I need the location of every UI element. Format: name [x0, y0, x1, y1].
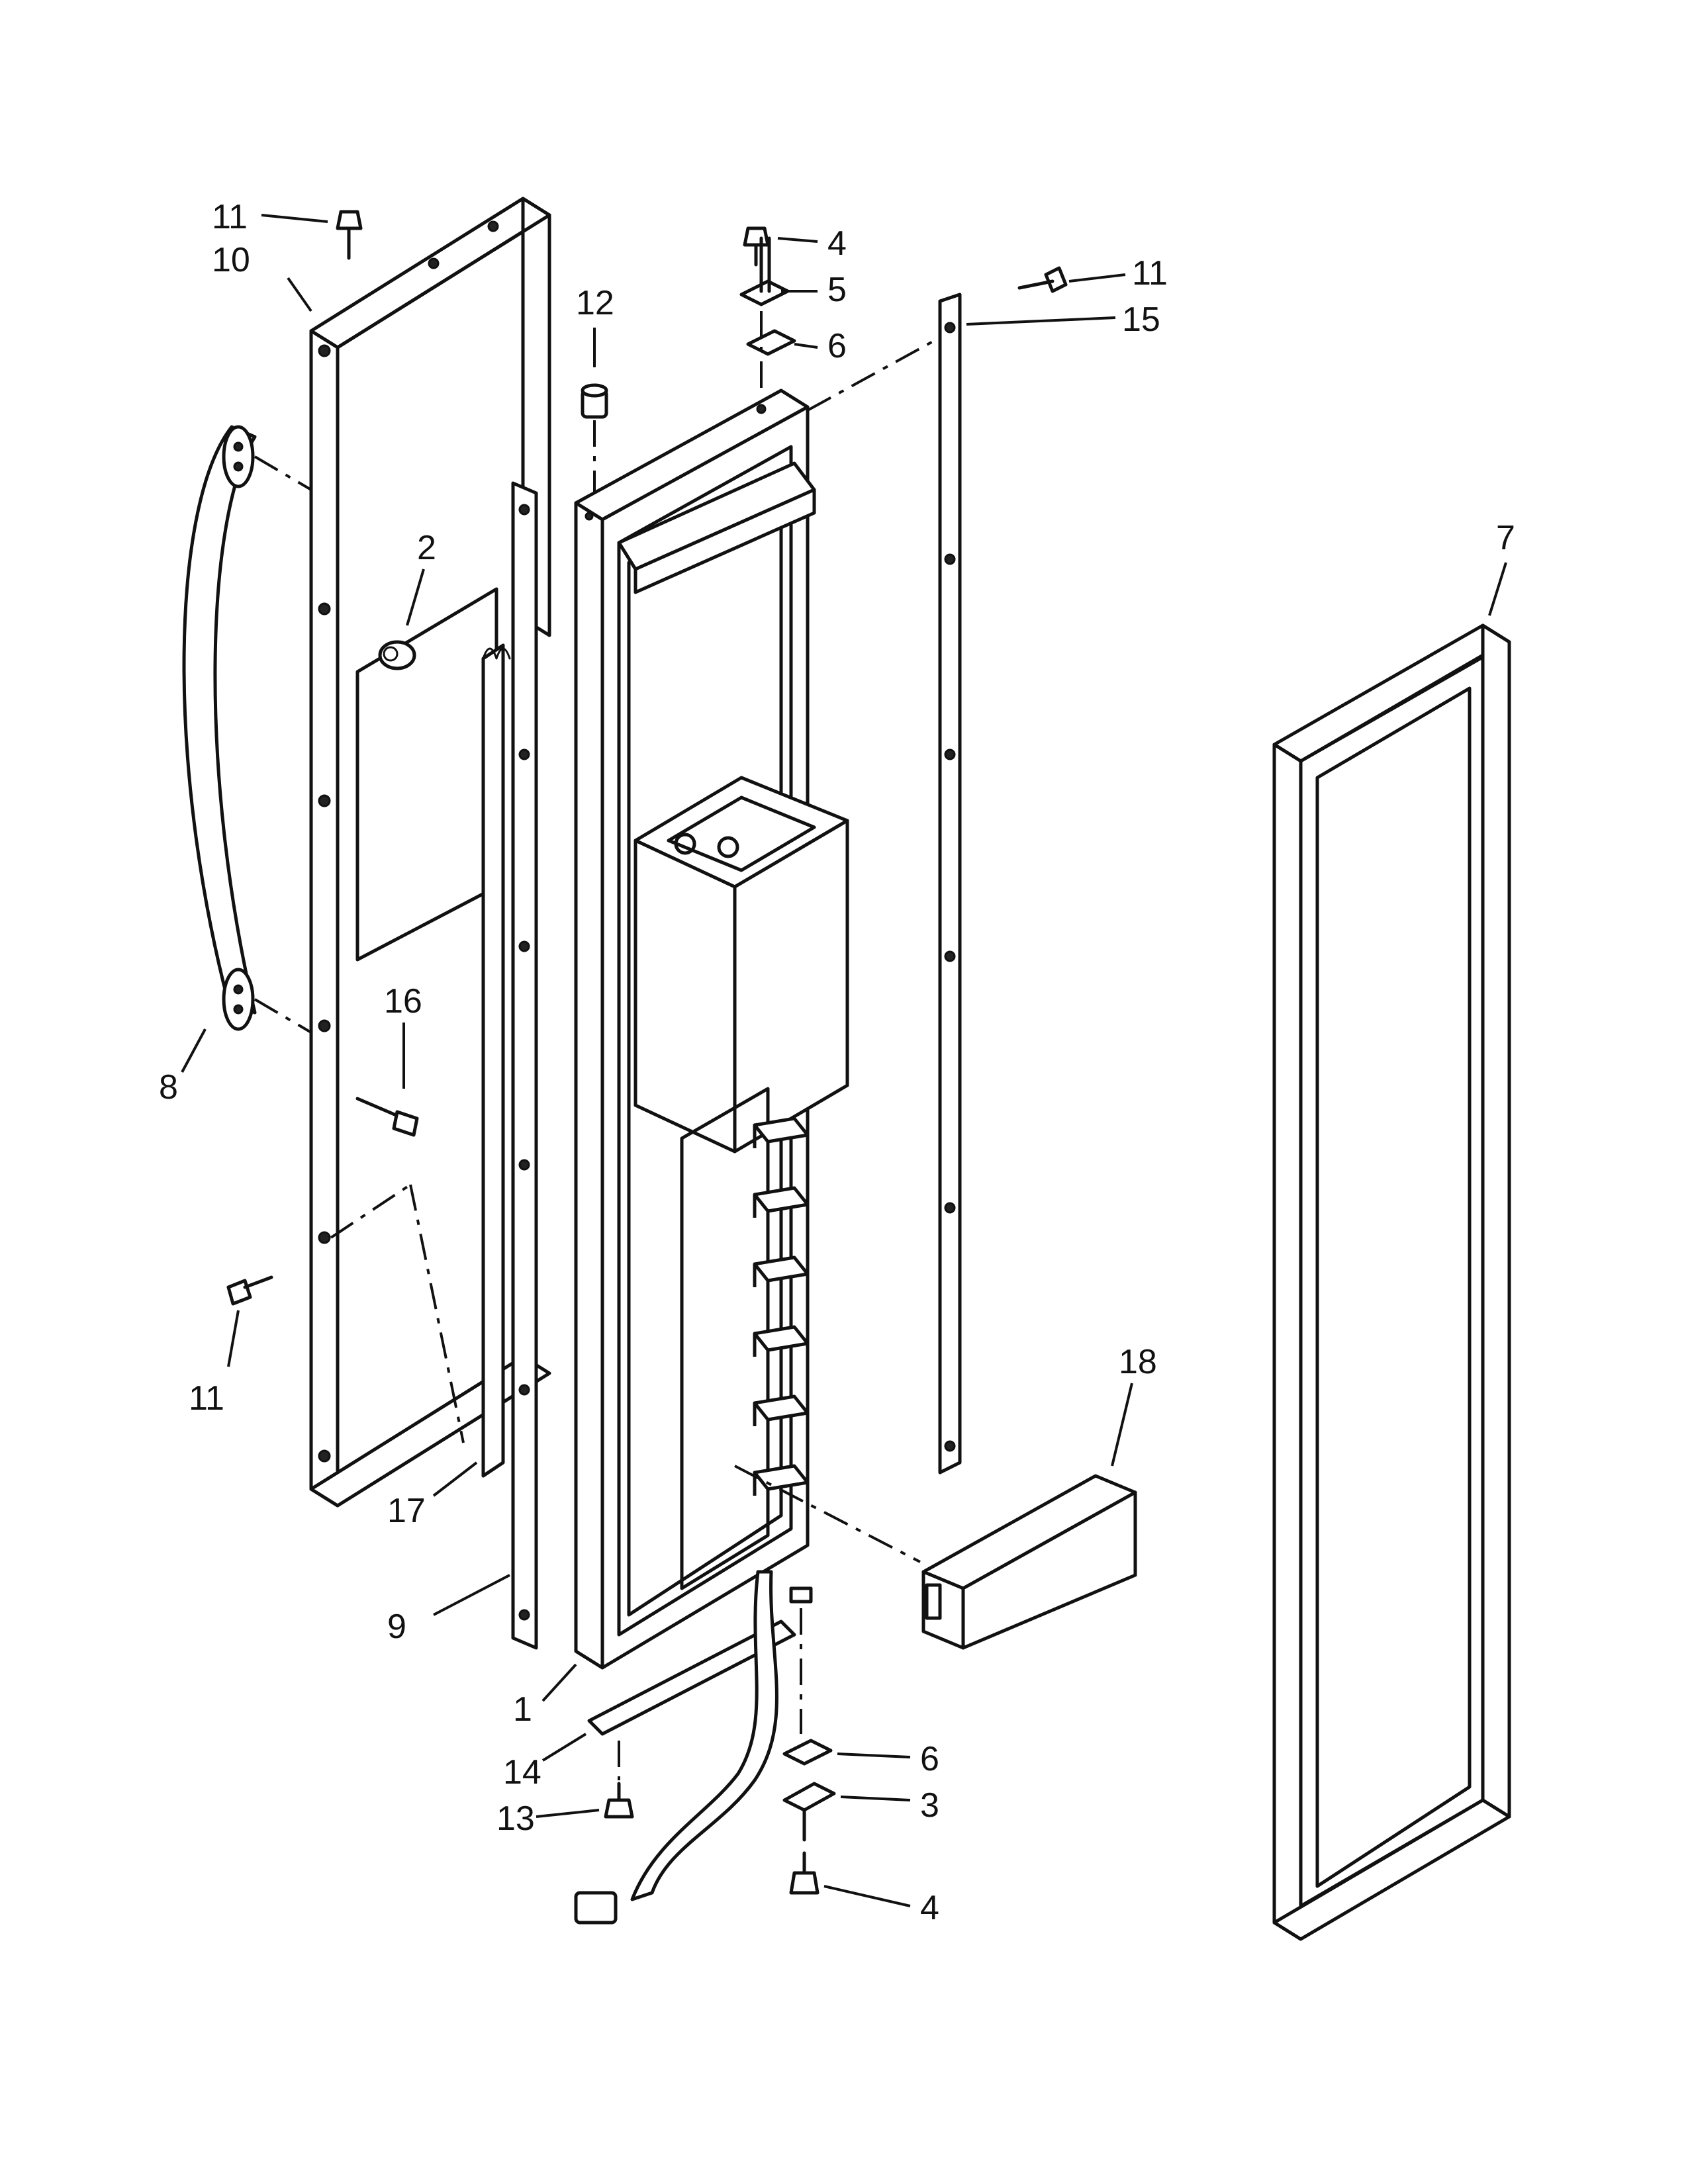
callout-6: 6: [827, 327, 847, 365]
callout-8: 8: [159, 1068, 178, 1107]
callout-4: 4: [920, 1889, 939, 1927]
plug: [581, 383, 608, 493]
screw-13: [604, 1782, 634, 1819]
door-panel-frame: [309, 197, 551, 1508]
callout-11: 11: [189, 1379, 224, 1418]
door-bin: [734, 1465, 1137, 1650]
callout-1: 1: [513, 1690, 532, 1729]
door-trim-strip: [481, 481, 538, 1650]
screw-11-top-right: [1017, 266, 1068, 293]
top-hinge-assembly: [739, 226, 796, 397]
callout-13: 13: [496, 1799, 535, 1838]
callout-7: 7: [1496, 519, 1515, 557]
callout-5: 5: [827, 271, 847, 309]
door-handle: [182, 425, 312, 1034]
callout-18: 18: [1119, 1343, 1157, 1381]
callout-leaders: [181, 214, 1507, 1907]
callout-15: 15: [1122, 300, 1160, 339]
screw-11-top-left: [336, 210, 363, 260]
dispenser-door-liner: [574, 388, 849, 1670]
callout-6: 6: [920, 1740, 939, 1778]
callout-9: 9: [387, 1608, 406, 1646]
callout-14: 14: [503, 1753, 541, 1792]
door-gasket: [1272, 623, 1511, 1941]
callout-17: 17: [387, 1492, 426, 1530]
gasket-strip: [807, 293, 962, 1475]
screw-16: [355, 1097, 419, 1137]
callout-3: 3: [920, 1786, 939, 1825]
callout-numbers: 11 10 12 4 5 6 11 15 2 7 16 8 11 18 17 9…: [159, 198, 1515, 1927]
bottom-hinge-assembly: [782, 1739, 836, 1895]
callout-16: 16: [384, 982, 422, 1021]
callout-11: 11: [212, 198, 248, 236]
callout-12: 12: [576, 284, 614, 322]
callout-2: 2: [417, 529, 436, 567]
callout-10: 10: [212, 241, 250, 279]
callout-11: 11: [1132, 254, 1168, 293]
screw-11-lower-left: [226, 1275, 273, 1306]
spacer: [378, 640, 416, 670]
callout-4: 4: [827, 224, 847, 263]
shelf-hooks: [753, 1116, 810, 1496]
bottom-hinge-and-wiring: [574, 1570, 813, 1925]
